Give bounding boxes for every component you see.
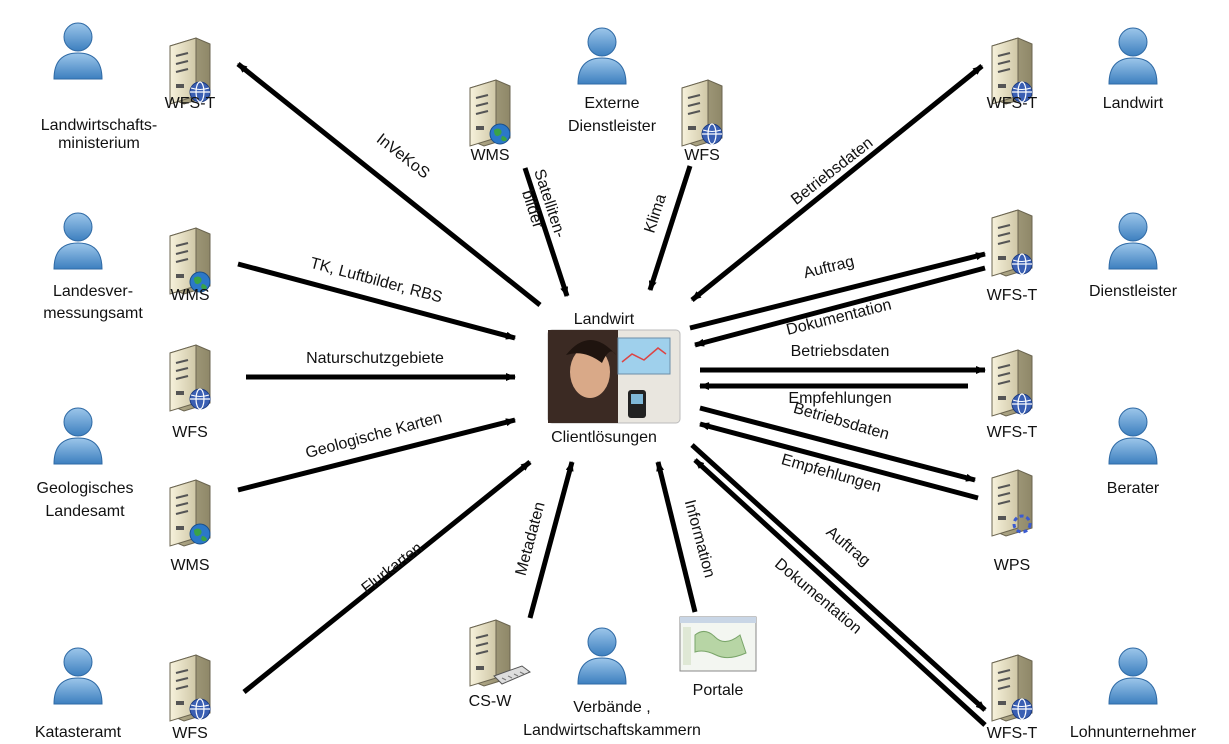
server-icon: [991, 209, 1033, 277]
center-label-bottom: Clientlösungen: [551, 429, 657, 446]
f18-arrow: [693, 458, 987, 727]
portal-label: Portale: [693, 682, 744, 699]
s4-service-label: WMS: [170, 557, 209, 574]
s12-service-label: WPS: [994, 557, 1030, 574]
s10-service-label: WFS-T: [987, 287, 1038, 304]
s1-service-label: WFS-T: [165, 95, 216, 112]
f5-label: Flurkarten: [359, 540, 426, 598]
f10-label: Betriebsdaten: [788, 134, 876, 208]
a10-actor-label: Lohnunternehmer: [1070, 724, 1197, 741]
server-icon: [991, 654, 1033, 722]
globe-icon: [1011, 698, 1033, 720]
person-icon: [53, 22, 103, 80]
person-icon: [577, 27, 627, 85]
s13-service-label: WFS-T: [987, 725, 1038, 742]
f7-label: Klima: [641, 192, 670, 235]
f12-arrow: [694, 265, 986, 348]
portal-map-icon: [679, 616, 757, 672]
a1-actor-label: Landwirtschafts-: [41, 117, 158, 134]
person-icon: [1108, 407, 1158, 465]
server-icon: [469, 619, 531, 687]
server-icon: [169, 344, 211, 412]
f3-label: Naturschutzgebiete: [306, 350, 444, 367]
earth-icon: [189, 523, 211, 545]
printer-icon: [493, 665, 531, 685]
server-icon: [681, 79, 723, 147]
s7-service-label: WFS: [684, 147, 720, 164]
f15-arrow: [699, 405, 976, 483]
f9-arrow: [655, 461, 698, 613]
f1-label: InVeKoS: [373, 131, 433, 183]
a1-actor-label: ministerium: [58, 135, 140, 152]
f11-label: Auftrag: [802, 253, 856, 282]
s2-service-label: WMS: [170, 287, 209, 304]
f17-arrow: [690, 443, 987, 712]
server-icon: [169, 227, 211, 295]
a6-actor-label: Verbände ,: [573, 699, 650, 716]
f6-label: Satelliten-bilder: [513, 167, 568, 245]
s8-service-label: CS-W: [469, 693, 513, 710]
f8-arrow: [527, 461, 575, 619]
person-icon: [1108, 212, 1158, 270]
a3-actor-label: Geologisches: [37, 480, 134, 497]
server-icon: [169, 479, 211, 547]
server-icon: [169, 654, 211, 722]
person-icon: [53, 647, 103, 705]
globe-icon: [1011, 393, 1033, 415]
s6-service-label: WMS: [470, 147, 509, 164]
a5-actor-label: Externe: [584, 95, 639, 112]
f7-arrow: [647, 165, 693, 291]
s11-service-label: WFS-T: [987, 424, 1038, 441]
a5-actor-label: Dienstleister: [568, 118, 657, 135]
server-icon: [169, 37, 211, 105]
server-icon: [991, 349, 1033, 417]
a8-actor-label: Dienstleister: [1089, 283, 1178, 300]
center-label-top: Landwirt: [574, 311, 635, 328]
person-icon: [1108, 27, 1158, 85]
f10-arrow: [690, 64, 984, 302]
a3-actor-label: Landesamt: [45, 503, 125, 520]
f2-arrow: [237, 261, 516, 341]
gear-icon: [1012, 514, 1032, 534]
f5-arrow: [242, 460, 532, 694]
server-icon: [991, 469, 1033, 537]
f13-label: Betriebsdaten: [791, 343, 890, 360]
a2-actor-label: Landesver-: [53, 283, 133, 300]
server-icon: [991, 37, 1033, 105]
s5-service-label: WFS: [172, 725, 208, 742]
s9-service-label: WFS-T: [987, 95, 1038, 112]
a2-actor-label: messungsamt: [43, 305, 143, 322]
f18-label: Dokumentation: [771, 555, 864, 637]
f14-label: Empfehlungen: [788, 390, 891, 407]
person-icon: [53, 407, 103, 465]
f16-arrow: [699, 421, 979, 501]
f6-arrow: [522, 167, 570, 297]
a6-actor-label: Landwirtschaftskammern: [523, 722, 701, 739]
a7-actor-label: Landwirt: [1103, 95, 1164, 112]
a9-actor-label: Berater: [1107, 480, 1160, 497]
s3-service-label: WFS: [172, 424, 208, 441]
globe-icon: [701, 123, 723, 145]
globe-icon: [189, 81, 211, 103]
earth-icon: [489, 123, 511, 145]
earth-icon: [189, 271, 211, 293]
globe-icon: [189, 698, 211, 720]
f4-arrow: [237, 417, 516, 493]
client-photo: [547, 329, 681, 424]
f17-label: Auftrag: [823, 523, 873, 569]
person-icon: [577, 627, 627, 685]
server-icon: [469, 79, 511, 147]
a4-actor-label: Katasteramt: [35, 724, 122, 741]
globe-icon: [1011, 81, 1033, 103]
f11-arrow: [689, 251, 986, 331]
f1-arrow: [236, 62, 542, 307]
person-icon: [1108, 647, 1158, 705]
globe-icon: [1011, 253, 1033, 275]
globe-icon: [189, 388, 211, 410]
person-icon: [53, 212, 103, 270]
